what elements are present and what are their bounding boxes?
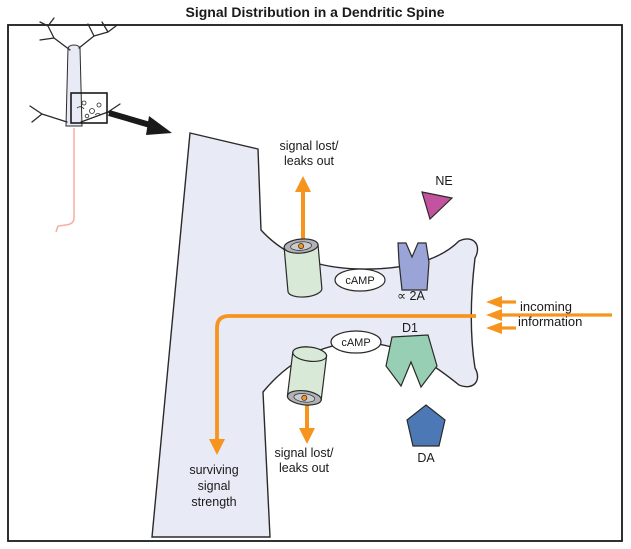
signal-lost-bottom-label-line2: leaks out (279, 461, 330, 475)
ne-label: NE (435, 174, 452, 188)
cylinder-pore-icon (301, 394, 308, 401)
leak-arrow-top (295, 176, 311, 240)
incoming-information-label-line1: incoming (520, 299, 572, 314)
spine-scribbles (76, 100, 102, 119)
camp-ellipse (334, 268, 386, 292)
d1-receptor (385, 334, 438, 389)
signal-lost-bottom-label-line1: signal lost/ (274, 446, 334, 460)
da-label: DA (417, 451, 435, 465)
cylinder-body (283, 243, 323, 298)
surviving-signal-line (215, 314, 476, 440)
camp-badge-top: cAMP (334, 268, 386, 292)
surviving-signal-label-line2: signal (198, 479, 231, 493)
signal-lost-top-label-line1: signal lost/ (279, 139, 339, 153)
neuron-inset-sketch (29, 17, 172, 233)
dendrite-branches-top (39, 17, 117, 51)
zoom-arrow (108, 110, 172, 135)
figure-title: Signal Distribution in a Dendritic Spine (185, 4, 444, 20)
zoom-box (70, 92, 108, 124)
arrowhead-left-icon (486, 309, 502, 321)
arrowhead-down-icon (209, 439, 225, 455)
neuron-shaft (65, 44, 83, 127)
arrowhead-left-icon (486, 322, 502, 334)
camp-label: cAMP (341, 337, 370, 349)
incoming-information-arrows (486, 296, 612, 334)
d1-label: D1 (402, 321, 418, 335)
cylinder-top-rim (292, 346, 328, 363)
cylinder-pore-icon (298, 243, 305, 250)
alpha2a-label: ∝ 2A (397, 289, 425, 303)
channel-cylinder-bottom (286, 346, 328, 406)
arrowhead-left-icon (486, 296, 502, 308)
surviving-signal-label-line3: strength (191, 495, 236, 509)
incoming-information-label-line2: information (518, 314, 582, 329)
camp-label: cAMP (345, 275, 374, 287)
arrowhead-down-icon (299, 428, 315, 444)
surviving-signal-arrow (209, 314, 476, 455)
ne-ligand (421, 191, 454, 221)
alpha2a-receptor (397, 242, 430, 291)
camp-ellipse (330, 330, 382, 354)
channel-cylinder-top (283, 238, 323, 298)
camp-badge-bottom: cAMP (330, 330, 382, 354)
surviving-signal-label-line1: surviving (189, 463, 238, 477)
axon-line (55, 128, 75, 233)
da-ligand (406, 404, 446, 447)
dendrite-branches-bottom (29, 103, 121, 123)
signal-lost-top-label-line2: leaks out (284, 154, 335, 168)
arrowhead-up-icon (295, 176, 311, 192)
